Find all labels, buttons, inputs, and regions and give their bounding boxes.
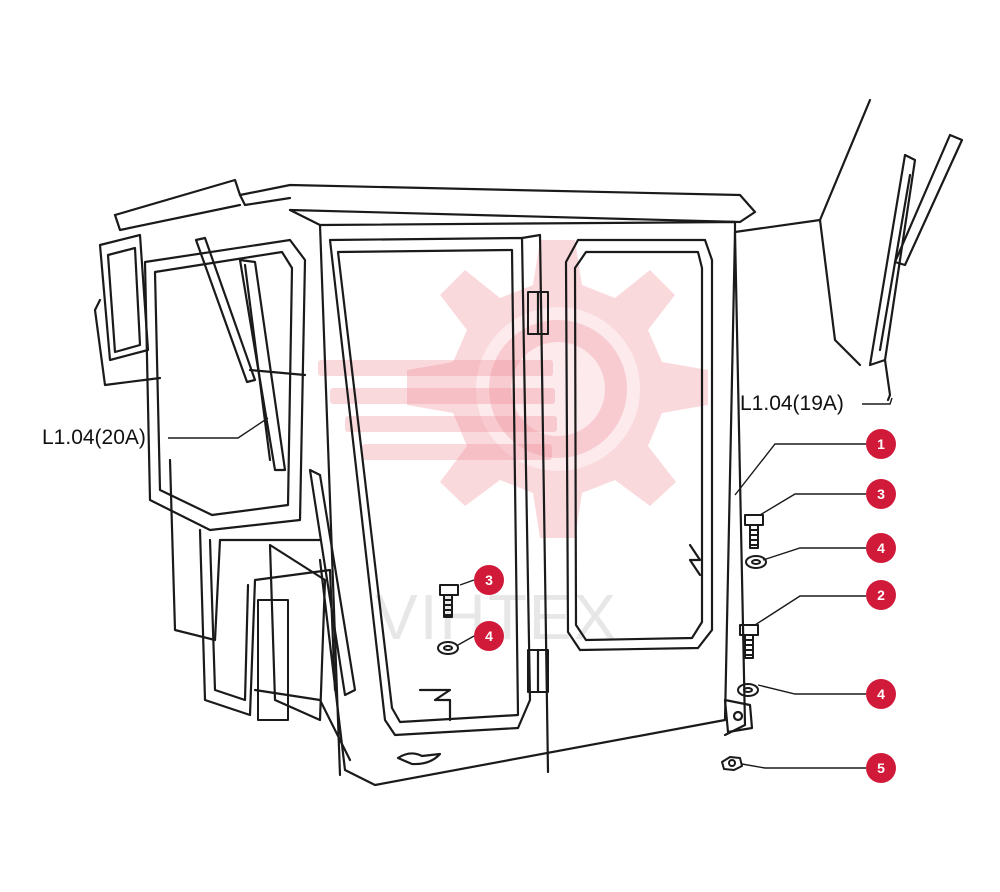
side-mirror xyxy=(98,233,150,362)
washer-4-left xyxy=(437,641,459,655)
callout-marker: 1 xyxy=(866,429,896,459)
callout-marker: 4 xyxy=(474,621,504,651)
callout-marker: 4 xyxy=(866,679,896,709)
callout-marker: 4 xyxy=(866,533,896,563)
door-handle xyxy=(396,752,442,766)
callout-marker: 2 xyxy=(866,580,896,610)
cab-roof xyxy=(113,178,757,224)
washer-4-right-bottom xyxy=(737,683,759,697)
washer-4-right-top xyxy=(745,555,767,569)
nut-5 xyxy=(721,756,743,771)
bolt-3-right xyxy=(744,514,764,549)
bolt-2-right xyxy=(739,624,759,659)
callout-marker: 5 xyxy=(866,753,896,783)
callout-marker: 3 xyxy=(474,565,504,595)
reference-label-20a: L1.04(20A) xyxy=(42,426,146,449)
reference-label-19a: L1.04(19A) xyxy=(740,392,844,415)
cab-left-frame xyxy=(143,238,307,532)
callout-marker: 3 xyxy=(866,479,896,509)
window-frame-right xyxy=(564,238,714,652)
cab-body xyxy=(288,208,737,787)
bolt-3-left xyxy=(439,584,459,618)
